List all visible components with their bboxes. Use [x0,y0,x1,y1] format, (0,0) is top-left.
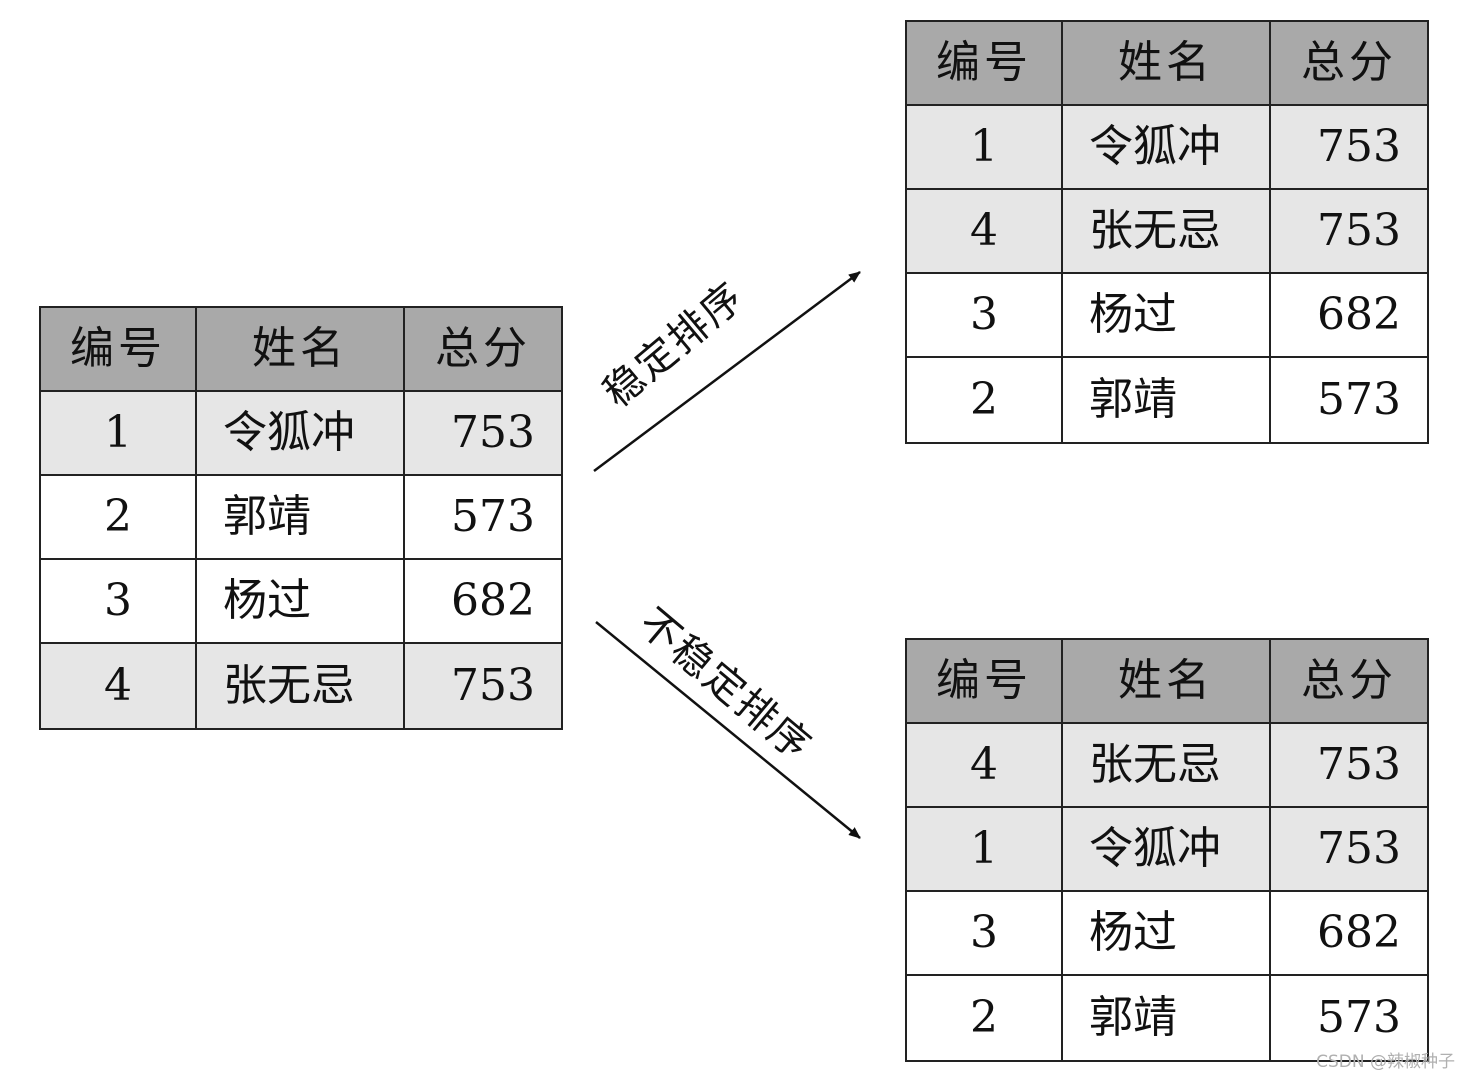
row-name: 杨过 [1063,274,1271,358]
row-id: 1 [907,106,1063,190]
stable-sort-table: 编号 姓名 总分 1 令狐冲 753 4 张无忌 753 3 杨过 682 2 … [905,20,1429,444]
row-id: 4 [907,724,1063,808]
row-score: 753 [405,392,561,476]
original-table: 编号 姓名 总分 1 令狐冲 753 2 郭靖 573 3 杨过 682 4 张… [39,306,563,730]
row-score: 573 [1271,358,1427,442]
row-name: 令狐冲 [197,392,405,476]
header-score: 总分 [1271,640,1427,724]
header-id: 编号 [907,640,1063,724]
row-name: 杨过 [1063,892,1271,976]
row-score: 682 [1271,274,1427,358]
row-score: 573 [1271,976,1427,1060]
row-id: 2 [41,476,197,560]
row-name: 郭靖 [1063,976,1271,1060]
row-id: 1 [41,392,197,476]
row-score: 753 [1271,190,1427,274]
header-score: 总分 [405,308,561,392]
row-score: 753 [1271,808,1427,892]
row-id: 2 [907,976,1063,1060]
watermark: CSDN @辣椒种子 [1316,1052,1455,1072]
header-name: 姓名 [1063,640,1271,724]
row-name: 郭靖 [197,476,405,560]
row-name: 郭靖 [1063,358,1271,442]
row-id: 4 [41,644,197,728]
row-id: 3 [907,274,1063,358]
header-name: 姓名 [1063,22,1271,106]
row-score: 682 [1271,892,1427,976]
row-score: 753 [1271,106,1427,190]
row-id: 4 [907,190,1063,274]
header-id: 编号 [907,22,1063,106]
row-name: 张无忌 [1063,190,1271,274]
row-name: 张无忌 [197,644,405,728]
row-score: 682 [405,560,561,644]
row-id: 3 [907,892,1063,976]
row-id: 2 [907,358,1063,442]
unstable-sort-table: 编号 姓名 总分 4 张无忌 753 1 令狐冲 753 3 杨过 682 2 … [905,638,1429,1062]
header-score: 总分 [1271,22,1427,106]
unstable-sort-label: 不稳定排序 [629,599,821,771]
row-id: 3 [41,560,197,644]
unstable-arrow [595,621,861,839]
row-name: 杨过 [197,560,405,644]
row-name: 令狐冲 [1063,106,1271,190]
row-id: 1 [907,808,1063,892]
header-name: 姓名 [197,308,405,392]
row-score: 753 [1271,724,1427,808]
header-id: 编号 [41,308,197,392]
row-name: 令狐冲 [1063,808,1271,892]
row-score: 573 [405,476,561,560]
row-score: 753 [405,644,561,728]
row-name: 张无忌 [1063,724,1271,808]
stable-sort-label: 稳定排序 [594,273,754,417]
